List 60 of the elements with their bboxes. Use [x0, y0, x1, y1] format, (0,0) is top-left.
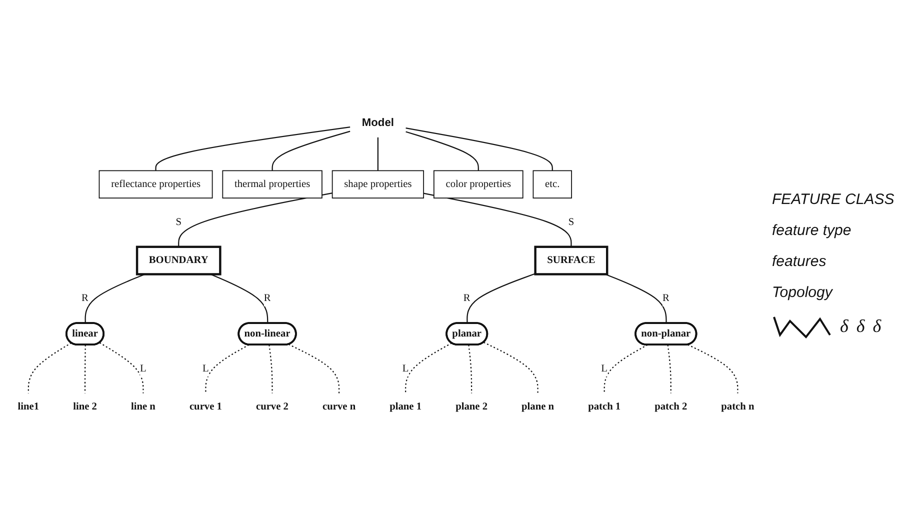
node-box: shape properties	[332, 170, 424, 198]
connector	[688, 344, 738, 394]
edge-label: L	[202, 363, 209, 374]
node-box: thermal properties	[222, 170, 322, 198]
connector	[466, 272, 536, 324]
edge-label: L	[601, 363, 608, 374]
connector	[406, 130, 479, 170]
edge-label: R	[662, 292, 670, 304]
connector	[268, 344, 273, 394]
node-text: curve n	[322, 401, 356, 412]
level-label: Topology	[772, 284, 832, 300]
delta-symbol: δ	[872, 316, 882, 337]
connector	[272, 130, 350, 170]
node-text: plane n	[522, 401, 554, 412]
connector	[604, 344, 648, 394]
node-box: SURFACE	[534, 245, 608, 276]
connector	[423, 192, 572, 247]
node-text: curve 2	[256, 401, 288, 412]
connector	[605, 273, 667, 324]
node-text: patch n	[721, 401, 754, 412]
connector	[99, 342, 144, 394]
connector	[667, 344, 672, 394]
connector	[28, 342, 72, 394]
node-text: patch 1	[588, 401, 621, 412]
edge-label: L	[402, 363, 409, 374]
node-text: plane 2	[456, 401, 488, 412]
edge-label: R	[264, 292, 271, 304]
connector	[210, 273, 268, 324]
edge-label: R	[82, 292, 88, 304]
connector	[178, 192, 332, 247]
connector	[405, 342, 452, 394]
node-text: plane 1	[390, 401, 422, 412]
node-text: line 2	[73, 401, 97, 412]
edge-label: R	[463, 292, 470, 304]
node-text: curve 1	[189, 401, 222, 412]
delta-symbol: δ	[840, 316, 848, 337]
connector	[155, 126, 350, 170]
connector	[84, 344, 86, 394]
connector	[484, 342, 538, 394]
delta-symbol: δ	[856, 316, 865, 337]
node-text: Model	[362, 116, 394, 129]
node-box: BOUNDARY	[136, 245, 222, 276]
level-label: features	[772, 252, 828, 270]
node-box: reflectance properties	[98, 170, 213, 198]
edge-label: S	[568, 216, 574, 228]
node-box: etc.	[532, 170, 572, 198]
edge-label: L	[140, 363, 146, 374]
node-text: line n	[130, 401, 156, 412]
level-label: FEATURE CLASS	[772, 190, 896, 208]
connector	[468, 344, 472, 394]
node-text: line1	[18, 401, 40, 412]
connector	[288, 344, 340, 394]
connector	[205, 344, 250, 394]
edge-label: S	[176, 216, 182, 228]
node-box: color properties	[433, 170, 524, 198]
connector	[406, 127, 553, 170]
connector	[377, 137, 378, 170]
level-label: feature type	[772, 222, 852, 238]
connector	[84, 273, 146, 324]
node-text: patch 2	[654, 401, 688, 412]
